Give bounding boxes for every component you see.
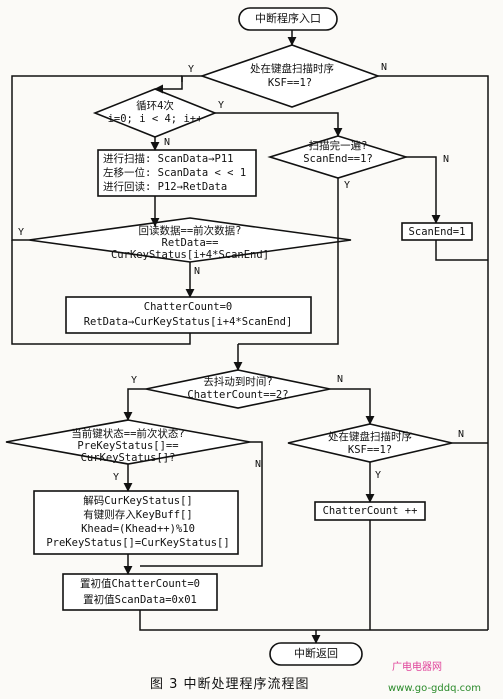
decode-line3: Khead=(Khead++)%10	[81, 523, 195, 535]
readback-line2: RetData==	[161, 237, 219, 249]
keystate-line1: 当前键状态==前次状态?	[71, 428, 185, 440]
readback-no-label: N	[194, 266, 201, 277]
scanend-label: ScanEnd=1	[408, 226, 466, 238]
scan-step-1: 进行扫描: ScanData→P11	[103, 153, 234, 165]
keystate-yes-label: Y	[113, 472, 120, 483]
readback-line3: CurKeyStatus[i+4*ScanEnd]	[110, 249, 270, 261]
ksf-question-line2: KSF==1?	[267, 77, 313, 89]
decision-ksf-scan	[199, 44, 381, 108]
ksf2-line1: 处在键盘扫描时序	[328, 431, 412, 443]
end-label: 中断返回	[294, 647, 338, 660]
chatter-inc-label: ChatterCount ++	[322, 505, 418, 517]
ksf-question-line1: 处在键盘扫描时序	[250, 63, 334, 75]
scan-done-no-label: N	[443, 154, 450, 165]
watermark-url: www.go-gddq.com	[388, 683, 481, 694]
loop4-line1: 循环4次	[136, 100, 174, 112]
watermark-title: 广电电器网	[392, 662, 442, 673]
decision-debounce	[145, 369, 331, 409]
start-terminal	[238, 7, 338, 31]
keystate-no-label: N	[255, 459, 262, 470]
loop4-no-label: N	[164, 137, 171, 148]
debounce-line1: 去抖动到时间?	[203, 376, 273, 388]
init-line1: 置初值ChatterCount=0	[79, 578, 201, 590]
chatter-reset-line1: ChatterCount=0	[143, 301, 233, 313]
connectors	[11, 30, 489, 644]
process-chatter-reset	[65, 296, 312, 334]
decode-line4: PreKeyStatus[]=CurKeyStatus[]	[46, 537, 230, 549]
ksf2-yes-label: Y	[375, 470, 382, 481]
scan-done-yes-label: Y	[344, 180, 351, 191]
ksf2-no-label: N	[458, 429, 465, 440]
readback-line1: 回读数据==前次数据?	[138, 225, 242, 237]
process-scan	[97, 149, 257, 197]
loop4-yes-label: Y	[218, 100, 225, 111]
scan-done-line2: ScanEnd==1?	[303, 153, 373, 165]
process-decode	[33, 490, 239, 555]
keystate-line2: PreKeyStatus[]==	[77, 440, 179, 452]
process-init	[62, 573, 218, 611]
decode-line1: 解码CurKeyStatus[]	[83, 495, 193, 507]
scan-step-3: 进行回读: P12→RetData	[103, 181, 228, 193]
scan-step-2: 左移一位: ScanData < < 1	[103, 167, 247, 179]
loop4-line2: i=0; i < 4; i++	[107, 113, 203, 125]
scan-done-line1: 扫描完一遍?	[308, 140, 368, 152]
chatter-reset-line2: RetData→CurKeyStatus[i+4*ScanEnd]	[83, 316, 293, 328]
decision-ksf2	[287, 423, 453, 463]
init-line2: 置初值ScanData=0x01	[83, 594, 197, 606]
figure-caption: 图 3 中断处理程序流程图	[150, 677, 310, 692]
debounce-no-label: N	[337, 374, 344, 385]
debounce-line2: ChatterCount==2?	[187, 389, 289, 401]
debounce-yes-label: Y	[131, 375, 138, 386]
ksf-yes-label: Y	[188, 64, 195, 75]
readback-yes-label: Y	[18, 227, 25, 238]
decode-line2: 有键则存入KeyBuff[]	[83, 509, 193, 521]
ksf2-line2: KSF==1?	[347, 444, 393, 456]
keystate-line3: CurKeyStatus[]?	[80, 452, 176, 464]
start-label: 中断程序入口	[255, 12, 321, 25]
ksf-no-label: N	[381, 62, 388, 73]
